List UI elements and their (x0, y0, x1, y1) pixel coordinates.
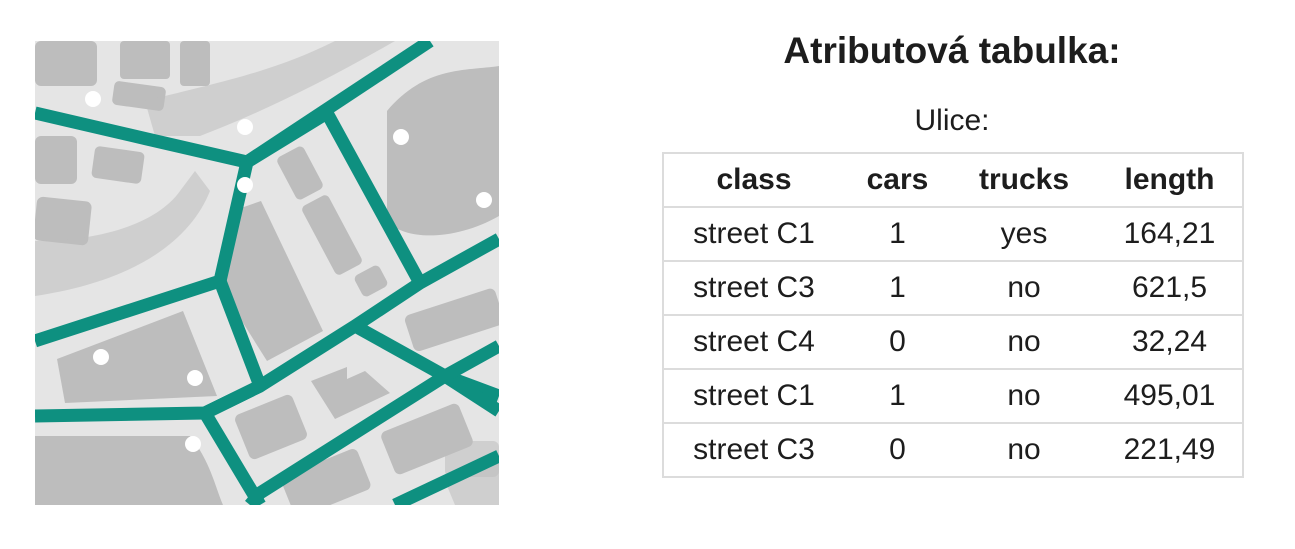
marker-dot (93, 349, 109, 365)
cell-length: 621,5 (1097, 260, 1243, 315)
cell-trucks: no (951, 260, 1097, 315)
table-row: street C1 1 no 495,01 (663, 368, 1243, 423)
block (180, 41, 210, 86)
block (404, 288, 499, 352)
cell-trucks: no (951, 314, 1097, 369)
column-header-trucks: trucks (978, 163, 1070, 196)
block (120, 41, 170, 79)
cell-cars: 0 (844, 314, 951, 369)
block (91, 146, 145, 184)
street-line (198, 380, 266, 505)
block (302, 195, 362, 275)
attribute-table: class cars trucks length street C1 1 yes… (662, 152, 1244, 478)
cell-class: street C3 (663, 260, 844, 315)
street-line (243, 106, 426, 287)
table-row: street C3 1 no 621,5 (663, 260, 1243, 315)
map-blocks (35, 41, 499, 505)
marker-dot (237, 119, 253, 135)
cell-cars: 0 (844, 422, 951, 477)
cell-length: 221,49 (1097, 422, 1243, 477)
marker-dot (237, 177, 253, 193)
street-line (256, 233, 499, 392)
marker-dot (476, 192, 492, 208)
cell-trucks: no (951, 368, 1097, 423)
cell-class: street C3 (663, 422, 844, 477)
block (35, 436, 223, 505)
table-header-row: class cars trucks length (663, 153, 1243, 207)
block (57, 311, 217, 403)
cell-cars: 1 (844, 368, 951, 423)
block (235, 394, 307, 460)
cell-trucks: yes (951, 206, 1097, 261)
cell-length: 495,01 (1097, 368, 1243, 423)
block (387, 66, 499, 236)
block (35, 171, 210, 296)
block (35, 41, 97, 86)
cell-cars: 1 (844, 260, 951, 315)
column-header-class: class (716, 163, 792, 196)
block (354, 265, 388, 297)
block (277, 146, 323, 200)
cell-class: street C1 (663, 206, 844, 261)
table-row: street C1 1 yes 164,21 (663, 206, 1243, 261)
marker-dot (393, 129, 409, 145)
marker-dot (185, 436, 201, 452)
marker-dot (85, 91, 101, 107)
cell-length: 32,24 (1097, 314, 1243, 369)
block (145, 41, 395, 136)
cell-class: street C4 (663, 314, 844, 369)
street-line (392, 450, 499, 505)
layer-label: Ulice: (914, 104, 990, 137)
table-row: street C3 0 no 221,49 (663, 422, 1243, 477)
street-network (35, 41, 499, 505)
cell-trucks: no (951, 422, 1097, 477)
street-line (441, 370, 499, 417)
table-row: street C4 0 no 32,24 (663, 314, 1243, 369)
block (223, 201, 323, 361)
column-header-cars: cars (866, 163, 929, 196)
block (381, 403, 473, 475)
cell-cars: 1 (844, 206, 951, 261)
cell-length: 164,21 (1097, 206, 1243, 261)
street-map (35, 41, 499, 505)
cell-class: street C1 (663, 368, 844, 423)
map-markers (85, 91, 492, 452)
marker-dot (187, 370, 203, 386)
block (311, 367, 390, 419)
table-title: Atributová tabulka: (783, 30, 1121, 71)
block (445, 461, 499, 505)
block (35, 136, 77, 184)
block (35, 196, 92, 246)
block (281, 449, 371, 505)
column-header-length: length (1124, 163, 1215, 196)
street-line (35, 106, 249, 169)
